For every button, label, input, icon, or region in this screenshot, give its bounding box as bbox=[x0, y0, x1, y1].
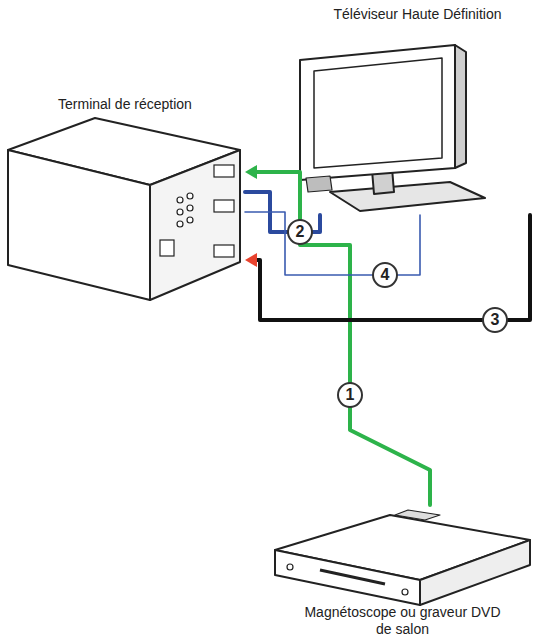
arrow-head bbox=[245, 253, 257, 267]
cable-connector bbox=[245, 215, 530, 320]
device-label: Terminal de réception bbox=[56, 96, 194, 113]
dvd-recorder bbox=[275, 510, 530, 605]
callout-number: 3 bbox=[482, 307, 508, 333]
device-label: Téléviseur Haute Définition bbox=[331, 6, 503, 23]
receiver-sockets bbox=[160, 165, 234, 257]
callout-number: 4 bbox=[372, 262, 398, 288]
tv-set bbox=[300, 45, 485, 211]
recorder-node: Magnétoscope ou graveur DVD de salon bbox=[270, 505, 535, 640]
arrow-head bbox=[245, 165, 257, 179]
callout-number: 2 bbox=[287, 219, 313, 245]
callout-number: 1 bbox=[337, 382, 363, 408]
cable-line bbox=[255, 215, 530, 320]
receiver-box bbox=[8, 118, 240, 300]
cable-line bbox=[255, 172, 430, 505]
tv-node: Téléviseur Haute Définition bbox=[290, 0, 545, 215]
device-label: Magnétoscope ou graveur DVD de salon bbox=[301, 604, 505, 638]
receiver-node: Terminal de réception bbox=[5, 92, 245, 305]
cable-connector bbox=[245, 165, 430, 505]
